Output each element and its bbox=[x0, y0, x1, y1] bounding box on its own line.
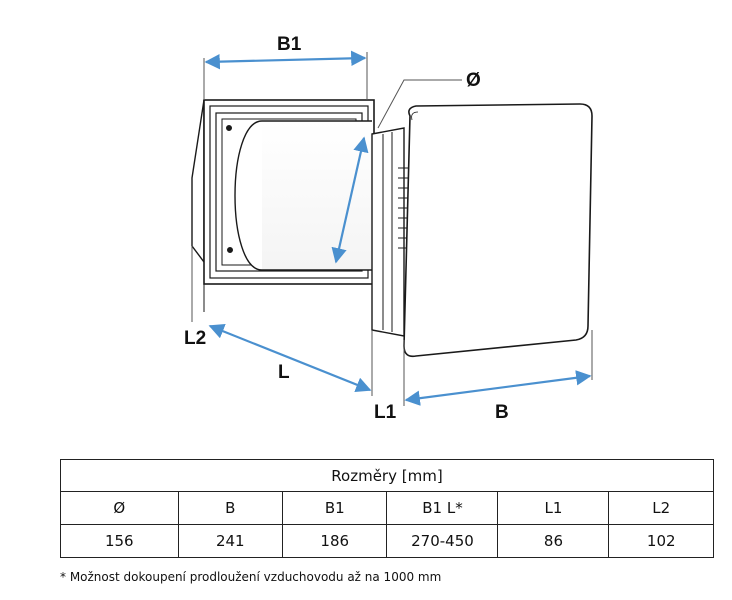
table-header-row: Ø B B1 B1 L* L1 L2 bbox=[60, 491, 714, 525]
label-l: L bbox=[278, 362, 290, 383]
extension-lines bbox=[191, 52, 593, 406]
b1-dimension-line bbox=[204, 50, 367, 70]
header-cell: Ø bbox=[60, 491, 179, 525]
diameter-dimension-line bbox=[331, 136, 369, 264]
label-b: B bbox=[495, 402, 509, 423]
value-cell: 241 bbox=[177, 524, 284, 558]
table-title: Rozměry [mm] bbox=[60, 459, 714, 492]
b-dimension-line bbox=[404, 370, 592, 406]
label-b1: B1 bbox=[277, 34, 302, 55]
header-cell: L2 bbox=[608, 491, 714, 525]
header-cell: B1 L* bbox=[386, 491, 499, 525]
label-l2: L2 bbox=[184, 328, 206, 349]
value-cell: 186 bbox=[281, 524, 388, 558]
value-cell: 270-450 bbox=[386, 524, 499, 558]
header-cell: B bbox=[177, 491, 284, 525]
header-cell: B1 bbox=[281, 491, 388, 525]
value-cell: 102 bbox=[608, 524, 714, 558]
table-row: 156 241 186 270-450 86 102 bbox=[60, 524, 714, 558]
front-cover bbox=[371, 103, 593, 358]
footnote: * Možnost dokoupení prodloužení vzduchov… bbox=[60, 570, 442, 584]
dimensions-table: Rozměry [mm] Ø B B1 B1 L* L1 L2 156 241 … bbox=[60, 459, 714, 558]
value-cell: 86 bbox=[497, 524, 610, 558]
product-dimension-drawing: B1 Ø L2 L L1 B bbox=[184, 34, 593, 423]
label-l1: L1 bbox=[374, 402, 397, 423]
value-cell: 156 bbox=[60, 524, 179, 558]
l-dimension-line bbox=[208, 323, 372, 393]
header-cell: L1 bbox=[497, 491, 610, 525]
label-diameter: Ø bbox=[466, 70, 481, 91]
dimension-lines bbox=[204, 50, 592, 406]
